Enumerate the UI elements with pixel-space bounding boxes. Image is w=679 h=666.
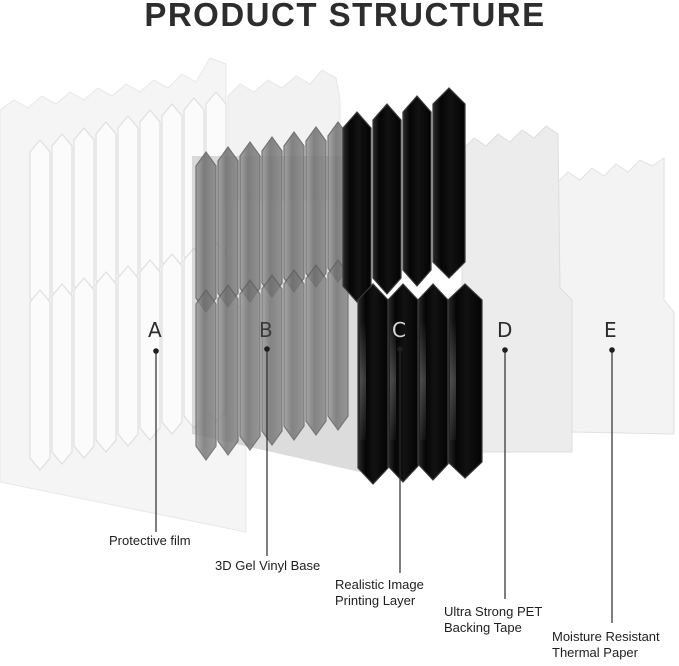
layer-b-gel-vinyl-base: [192, 120, 360, 472]
film-tile: [161, 103, 183, 275]
leader-dot-a: [153, 348, 159, 354]
layer-letter-a: A: [148, 318, 162, 342]
page-title: PRODUCT STRUCTURE: [144, 0, 546, 33]
film-tile: [29, 289, 51, 471]
label-line: Protective film: [109, 533, 191, 548]
gray-tiles: [195, 120, 349, 462]
label-backing-tape: Ultra Strong PET Backing Tape: [444, 604, 542, 636]
film-tile: [161, 253, 183, 435]
tile-highlight: [450, 320, 456, 440]
film-tile: [51, 133, 73, 305]
gray-tile: [305, 125, 327, 289]
film-tile: [139, 109, 161, 281]
tile-highlight: [390, 320, 396, 440]
leader-dot-d: [502, 347, 508, 353]
label-line: Backing Tape: [444, 620, 522, 635]
black-tile: [432, 87, 466, 279]
gray-tile: [327, 258, 349, 432]
label-gel-vinyl-base: 3D Gel Vinyl Base: [215, 558, 320, 574]
black-tile: [402, 95, 432, 287]
layer-d-backing-tape: [461, 125, 573, 453]
label-line: Thermal Paper: [552, 645, 638, 660]
label-printing-layer: Realistic Image Printing Layer: [335, 577, 424, 609]
tile-highlight: [360, 320, 366, 440]
film-tile: [29, 139, 51, 311]
leader-dot-b: [264, 346, 270, 352]
layer-letter-b: B: [259, 318, 273, 342]
gray-tile: [261, 273, 283, 447]
gray-tile: [305, 263, 327, 437]
black-tile: [342, 111, 372, 303]
layer-c-printing-layer: [342, 87, 483, 485]
leader-dots: [153, 346, 615, 354]
label-line: Moisture Resistant: [552, 629, 660, 644]
black-tile: [372, 103, 402, 295]
leader-dot-c: [397, 346, 403, 352]
gray-tile: [261, 135, 283, 299]
label-line: Ultra Strong PET: [444, 604, 543, 619]
gray-tile: [239, 278, 261, 452]
label-thermal-paper: Moisture Resistant Thermal Paper: [552, 629, 660, 661]
gray-tile: [195, 150, 217, 314]
gray-tile: [217, 283, 239, 457]
label-line: Printing Layer: [335, 593, 416, 608]
tile-highlight: [420, 320, 426, 440]
label-protective-film: Protective film: [109, 533, 191, 549]
layer-letter-e: E: [604, 318, 617, 342]
layer-letter-c: C: [392, 318, 406, 342]
leader-lines: [155, 349, 613, 623]
leader-dot-e: [609, 347, 615, 353]
film-tile: [95, 271, 117, 453]
film-tile: [73, 277, 95, 459]
gray-tile: [283, 130, 305, 294]
layer-letter-d: D: [497, 318, 513, 342]
film-tile: [117, 115, 139, 287]
film-tile: [51, 283, 73, 465]
gray-tile: [239, 140, 261, 304]
film-tile: [95, 121, 117, 293]
film-tile: [117, 265, 139, 447]
black-tiles: [342, 87, 483, 485]
gray-tile: [195, 288, 217, 462]
label-line: Realistic Image: [335, 577, 424, 592]
film-tile: [73, 127, 95, 299]
gray-tile: [283, 268, 305, 442]
black-tile: [447, 283, 483, 479]
label-line: 3D Gel Vinyl Base: [215, 558, 321, 573]
gray-tile: [217, 145, 239, 309]
film-tile: [139, 259, 161, 441]
